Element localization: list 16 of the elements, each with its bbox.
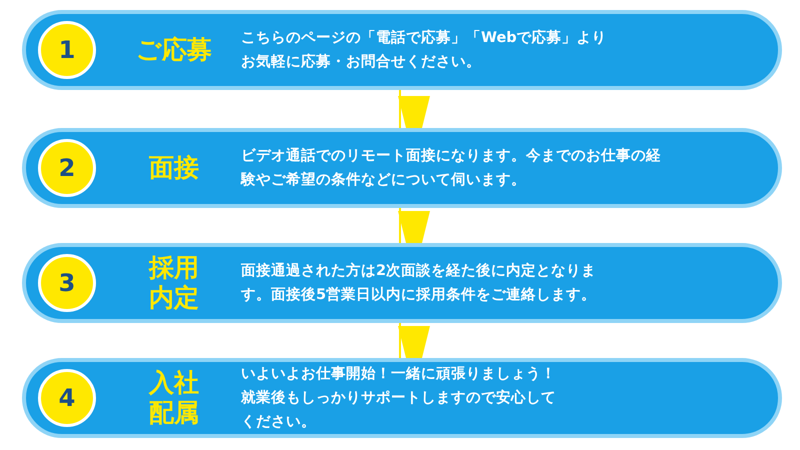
number-circle [38, 139, 96, 197]
step-title: ご応募 [136, 35, 212, 65]
step-title: 入社配属 [148, 368, 200, 428]
number-circle [38, 254, 96, 312]
step-number: 3 [58, 269, 76, 297]
step-description: 面接通過された方は2次面談を経た後に内定となります。面接後5営業日以内に採用条件をご連絡します。 [241, 261, 598, 305]
step-number: 2 [58, 154, 76, 182]
step-description: こちらのページの「電話で応募」「Webで応募」よりお気軽に応募・お問合せください。 [241, 28, 608, 72]
number-circle [38, 369, 96, 427]
step-title: 面接 [149, 153, 199, 183]
step-description: ビデオ通話でのリモート面接になります。今までのお仕事の経験やご希望の条件などについて伺います。 [241, 146, 661, 190]
step-title: 採用内定 [148, 253, 200, 313]
step-number: 4 [58, 384, 76, 412]
step-description: いよいよお仕事開始！一緒に頑張りましょう！就業後もしっかりサポートしますので安心してください。 [241, 364, 557, 432]
step-number: 1 [58, 36, 76, 64]
number-circle [38, 21, 96, 79]
